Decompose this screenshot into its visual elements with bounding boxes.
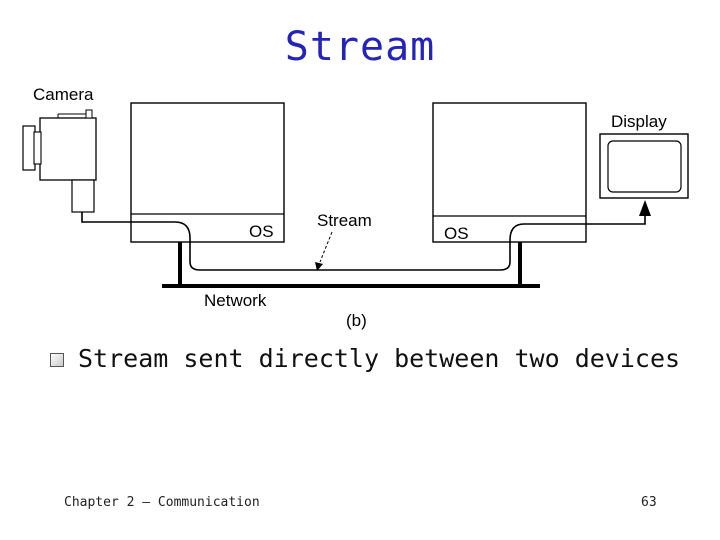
stream-label: Stream — [317, 211, 372, 230]
network-label: Network — [204, 291, 267, 310]
network-bus — [162, 242, 540, 286]
camera-label: Camera — [33, 85, 94, 104]
os-left-label: OS — [249, 222, 274, 241]
display-label: Display — [611, 112, 667, 131]
display-icon — [600, 134, 688, 198]
footer-chapter: Chapter 2 — Communication — [64, 495, 260, 510]
camera-icon — [23, 110, 96, 212]
bullet-square-icon — [50, 353, 64, 367]
stream-arrowhead — [639, 200, 651, 216]
figure-caption: (b) — [346, 311, 367, 330]
stream-pointer — [320, 232, 332, 262]
right-computer — [433, 103, 586, 242]
page-number: 63 — [641, 495, 657, 510]
os-right-label: OS — [444, 224, 469, 243]
stream-diagram: Camera Display OS OS Stream Network (b) — [0, 0, 720, 340]
bullet-item: Stream sent directly between two devices — [50, 344, 680, 373]
bullet-text: Stream sent directly between two devices — [78, 344, 680, 373]
